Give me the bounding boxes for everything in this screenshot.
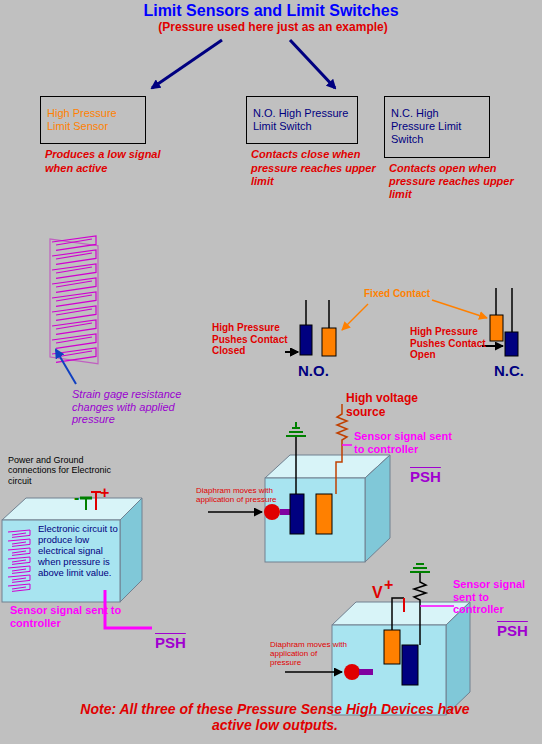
- signal-name: PSH: [155, 634, 186, 651]
- strain-gage-stroke: [8, 566, 30, 573]
- strain-gage-stroke: [8, 548, 30, 555]
- strain-gage-stroke: [52, 236, 96, 250]
- box-caption: Produces a low signal when active: [45, 148, 165, 174]
- box-caption: Contacts close when pressure reaches upp…: [251, 148, 376, 188]
- strain-gage-stroke: [52, 306, 96, 320]
- no-symbol-name: N.O.: [298, 362, 329, 379]
- strain-gage-stroke: [52, 278, 96, 292]
- title: Limit Sensors and Limit Switches: [0, 2, 542, 20]
- fixed-contact-label: Fixed Contact: [364, 288, 434, 300]
- strain-gage-stroke: [8, 530, 30, 537]
- subtitle: (Pressure used here just as an example): [2, 21, 542, 35]
- box-label: N.C. High Pressure Limit Switch: [391, 107, 483, 147]
- box-caption: Contacts open when pressure reaches uppe…: [389, 162, 514, 202]
- plus-sign: +: [384, 576, 393, 594]
- box-label: High Pressure Limit Sensor: [47, 107, 139, 133]
- voltage-label: V: [372, 584, 383, 602]
- box-label: N.O. High Pressure Limit Switch: [253, 107, 351, 133]
- strain-gage-stroke: [8, 584, 30, 591]
- strain-gage-stroke: [8, 539, 30, 546]
- note-caption: Note: All three of these Pressure Sense …: [60, 701, 490, 733]
- device-box: N.C. High Pressure Limit SwitchContacts …: [384, 96, 490, 158]
- box-label: Electronic circuit to produce low electr…: [38, 524, 118, 579]
- nc-symbol-name: N.C.: [494, 362, 524, 379]
- strain-gage-label: Strain gage resistance changes with appl…: [72, 388, 202, 426]
- source-label: High voltage source: [346, 392, 436, 420]
- strain-gage-stroke: [52, 264, 96, 278]
- strain-gage-stroke: [52, 292, 96, 306]
- signal-name: PSH: [497, 622, 528, 639]
- strain-gage-stroke: [52, 250, 96, 264]
- device-box: N.O. High Pressure Limit SwitchContacts …: [246, 96, 358, 144]
- device-box: High Pressure Limit SensorProduces a low…: [40, 96, 146, 144]
- strain-gage-stroke: [52, 334, 96, 348]
- diaphragm-label: Diaphram moves with application of press…: [270, 640, 350, 668]
- strain-gage-stroke: [52, 320, 96, 334]
- signal-label: Sensor signal sent to controller: [453, 578, 539, 616]
- no-action-label: High Pressure Pushes Contact Closed: [212, 322, 290, 357]
- minus-sign: -: [74, 489, 79, 507]
- plus-sign: +: [100, 484, 109, 502]
- signal-name: PSH: [410, 468, 441, 485]
- diaphragm-label: Diaphram moves with application of press…: [196, 486, 286, 504]
- strain-gage-stroke: [8, 575, 30, 582]
- circuit-face: Electronic circuit to produce low electr…: [36, 522, 120, 581]
- signal-label: Sensor signal sent to controller: [10, 604, 150, 629]
- power-label: Power and Ground connections for Electro…: [8, 455, 118, 486]
- nc-action-label: High Pressure Pushes Contact Open: [410, 326, 486, 361]
- strain-gage-stroke: [8, 557, 30, 564]
- signal-label: Sensor signal sent to controller: [354, 430, 464, 455]
